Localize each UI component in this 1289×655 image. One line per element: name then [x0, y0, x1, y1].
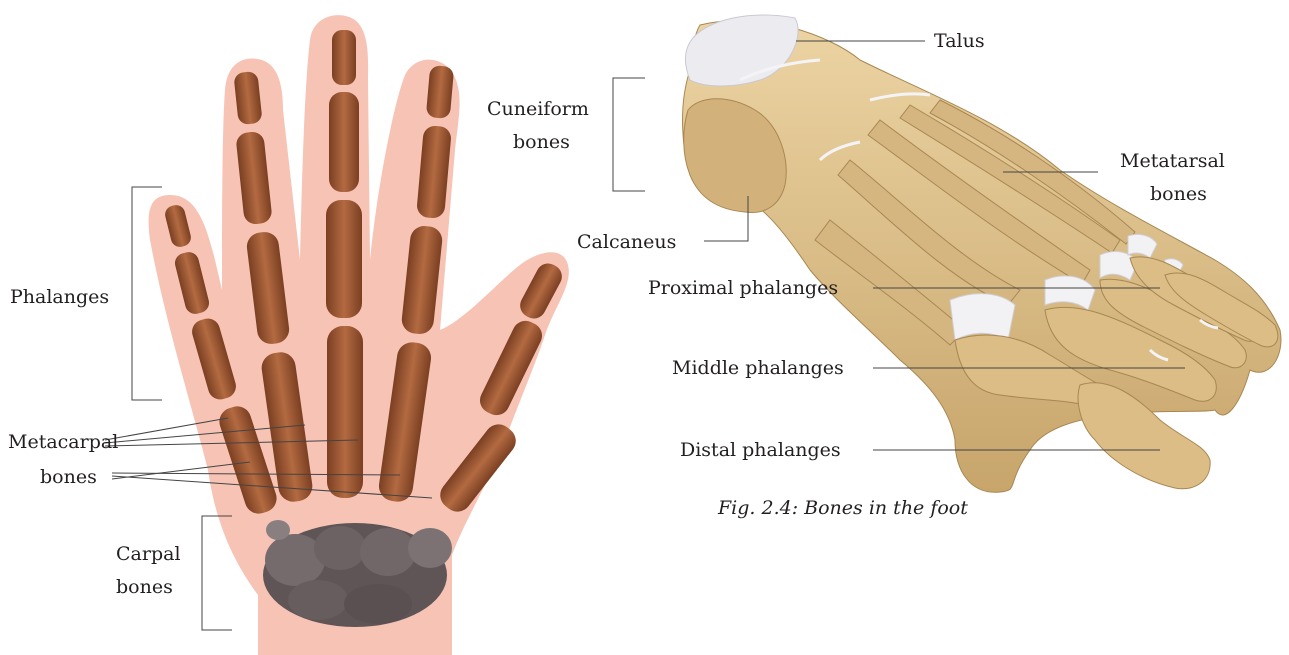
foot-body: [683, 20, 1281, 492]
proximal-phalanges-label: Proximal phalanges: [648, 277, 838, 299]
cuneiform-label-line1: Cuneiform: [487, 98, 589, 120]
middle-distal: [332, 30, 356, 85]
index-distal: [426, 65, 454, 119]
middle-metacarpal: [327, 326, 363, 498]
metatarsal-label-line1: Metatarsal: [1120, 150, 1225, 172]
metacarpal-label-line2: bones: [40, 466, 97, 488]
middle-phalanges-label: Middle phalanges: [672, 357, 844, 379]
figure-caption: Fig. 2.4: Bones in the foot: [717, 497, 968, 519]
metacarpal-label-line1: Metacarpal: [8, 431, 118, 453]
cuneiform-label-line2: bones: [513, 131, 570, 153]
middle-proximal: [326, 200, 362, 318]
calcaneus-label: Calcaneus: [577, 231, 676, 253]
foot-illustration: [683, 15, 1281, 492]
phalanges-label: Phalanges: [10, 286, 109, 308]
middle-finger-bones: [326, 30, 363, 498]
middle-middle: [329, 92, 359, 192]
carpal-label-line1: Carpal: [116, 543, 181, 565]
cuneiform-bracket: [613, 78, 645, 191]
metatarsal-label-line2: bones: [1150, 183, 1207, 205]
carpal-label-line2: bones: [116, 576, 173, 598]
distal-phalanges-label: Distal phalanges: [680, 439, 841, 461]
talus-label: Talus: [934, 30, 985, 52]
